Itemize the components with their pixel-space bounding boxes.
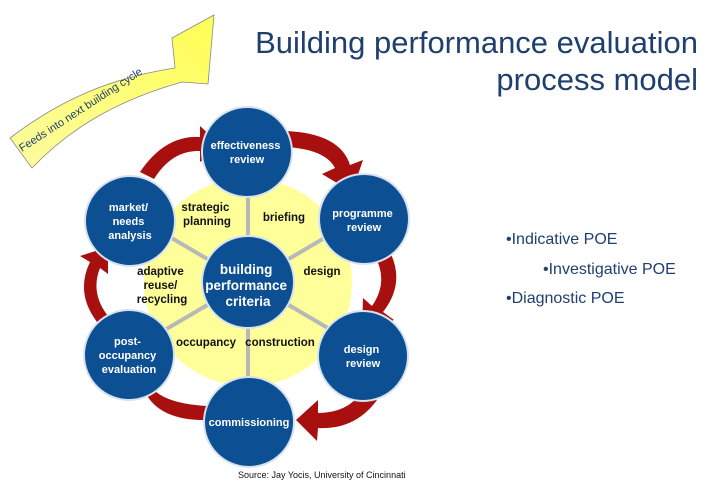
segment-design: design: [303, 266, 340, 278]
feedback-label: Feeds into next building cycle: [17, 66, 145, 155]
cycle-arrow-6: [140, 126, 222, 179]
segment-construction: construction: [245, 337, 315, 349]
title-line-2: process model: [496, 62, 698, 97]
cycle-arrows: [80, 126, 397, 441]
cycle-arrow-2: [362, 245, 397, 330]
cycle-arrow-3: [296, 392, 377, 441]
segment-adaptive-reuse-recycling: adaptive reuse/ recycling: [137, 266, 188, 306]
node-effectiveness-review: effectiveness review: [201, 106, 293, 198]
node-market-needs-analysis: market/ needs analysis: [84, 175, 176, 267]
segment-occupancy: occupancy: [176, 337, 237, 349]
svg-text:post- occupancy ev: post- occupancy evaluation: [99, 336, 160, 376]
cycle-arrow-1: [285, 131, 363, 192]
svg-text:commissioning: commissioning: [209, 417, 290, 429]
cycle-arrow-5: [80, 247, 108, 322]
feedback-arrow: [9, 14, 215, 169]
title-line-1: Building performance evaluation: [255, 25, 698, 60]
svg-text:effectiveness review: effectiveness review: [211, 140, 284, 166]
node-post-occupancy-evaluation: post- occupancy evaluation: [83, 309, 175, 401]
center-circle: [201, 235, 295, 329]
svg-text:market/ needs anal: market/ needs analysis: [108, 202, 151, 242]
svg-text:design review: design review: [344, 344, 383, 370]
node-commissioning: commissioning: [203, 376, 295, 468]
node-design-review: design review: [317, 310, 409, 402]
page-title: Building performance evaluation process …: [228, 24, 698, 98]
node-programme-review: programme review: [318, 173, 410, 265]
svg-text:programme review: programme review: [332, 208, 396, 234]
segment-briefing: briefing: [263, 212, 305, 224]
segment-strategic-planning: strategic planning: [181, 202, 232, 228]
center-label: building performance criteria: [205, 262, 291, 309]
source-credit: Source: Jay Yocis, University of Cincinn…: [238, 470, 406, 480]
